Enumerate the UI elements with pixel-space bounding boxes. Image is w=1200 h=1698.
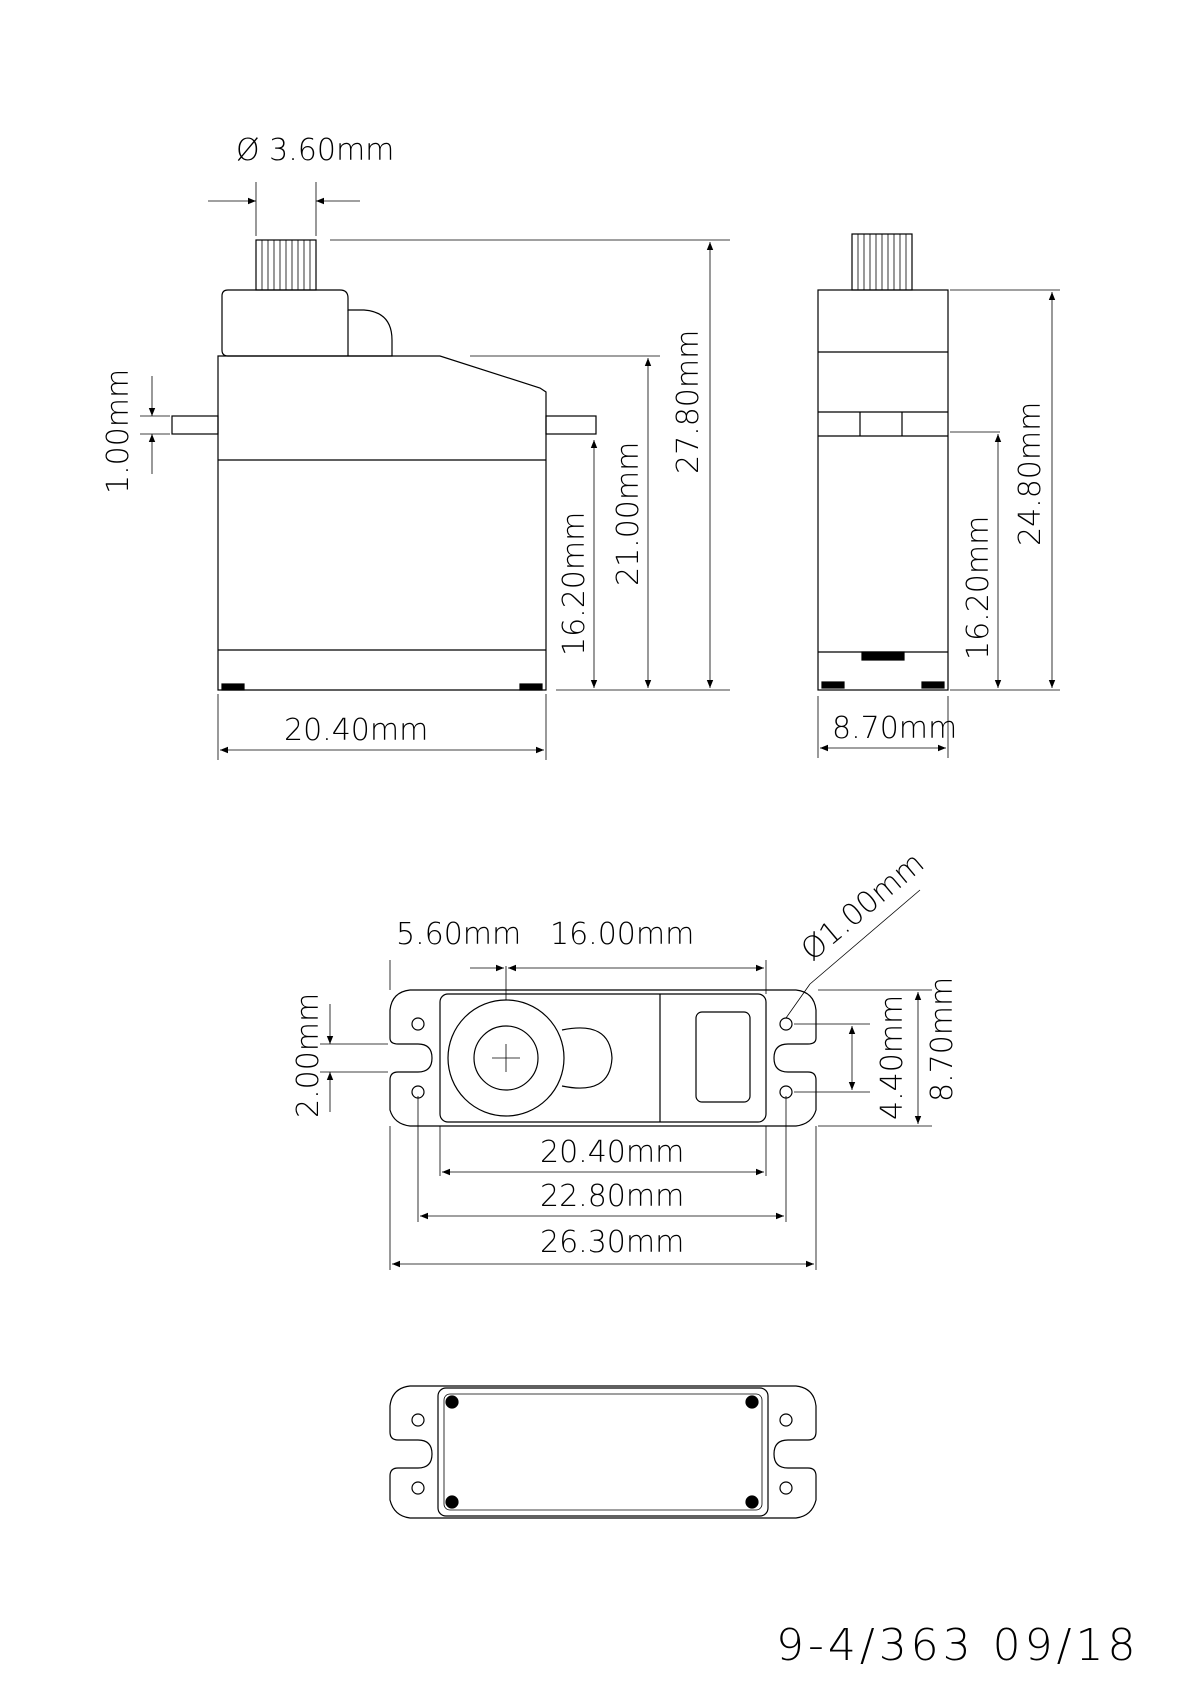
total-height-label: 27.80mm [671, 330, 706, 474]
body-length-label: 20.40mm [540, 1135, 684, 1170]
hole-spacing-label: 4.40mm [875, 995, 910, 1120]
top-depth-label: 8.70mm [925, 977, 960, 1102]
shaft-diameter-label: Ø 3.60mm [236, 133, 394, 168]
bottom-flange-outline [389, 1385, 817, 1519]
top-view: 5.60mm 16.00mm Ø1.00mm 2.00mm 4.40mm 8.7… [291, 846, 960, 1270]
top-case [221, 289, 393, 357]
output-spline [255, 239, 317, 291]
main-case [217, 355, 547, 691]
side-spline [851, 233, 913, 291]
left-flange [171, 415, 219, 435]
top-flange-outline [389, 989, 817, 1127]
hole-pitch-label: 22.80mm [540, 1179, 684, 1214]
flange-thickness-label: 1.00mm [101, 369, 136, 494]
side-flange-height-label: 16.20mm [961, 516, 996, 660]
top-body [439, 993, 767, 1123]
cover-screw [445, 1395, 759, 1509]
front-flange-height-label: 16.20mm [557, 512, 592, 656]
side-view: 16.20mm 24.80mm 8.70mm [817, 233, 1060, 758]
slot-width-label: 2.00mm [291, 993, 326, 1118]
shaft-to-edge-label: 16.00mm [550, 917, 694, 952]
right-flange [545, 415, 597, 435]
body-height-label: 21.00mm [611, 442, 646, 586]
shaft-offset-label: 5.60mm [396, 917, 521, 952]
bottom-cover [437, 1387, 769, 1517]
side-height-label: 24.80mm [1013, 402, 1048, 546]
side-case [817, 289, 949, 691]
hole-diameter-label: Ø1.00mm [795, 846, 932, 968]
front-width-label: 20.40mm [284, 713, 428, 748]
bottom-view [389, 1385, 817, 1519]
side-depth-label: 8.70mm [832, 711, 957, 746]
drawing-code: 9-4/363 09/18 [776, 1620, 1139, 1671]
overall-length-label: 26.30mm [540, 1225, 684, 1260]
front-view: Ø 3.60mm 1.00mm 16.20mm 21.00mm 27.80mm … [101, 133, 730, 760]
